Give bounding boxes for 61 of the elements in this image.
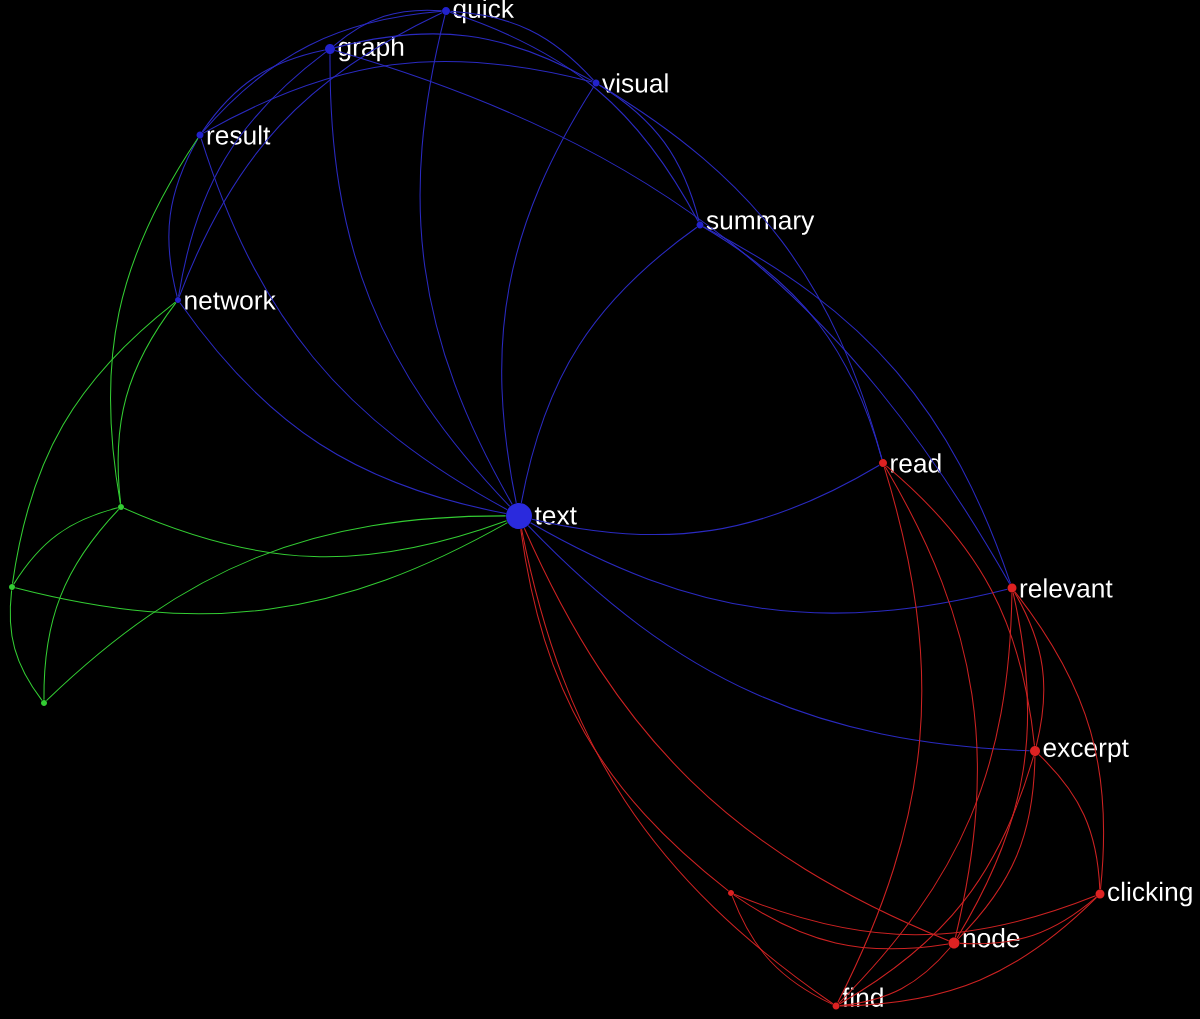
connector-line: [520, 226, 698, 504]
connector-line: [733, 893, 1097, 936]
connector-line: [333, 9, 443, 47]
connector-line: [523, 527, 950, 942]
word-node: network: [175, 290, 276, 310]
word-node: visual: [592, 73, 668, 93]
word-node: text: [506, 503, 577, 529]
connector-line: [1013, 591, 1045, 747]
connector-line: [531, 464, 880, 536]
connector-line: [200, 138, 508, 511]
connector-line: [731, 895, 834, 1005]
connector-line: [838, 755, 1035, 1005]
connector-line: [109, 137, 199, 505]
connector-line: [179, 302, 507, 515]
connector-line: [43, 508, 120, 701]
connector-line: [956, 592, 1029, 939]
connector-line: [9, 589, 43, 701]
connector-line: [201, 49, 326, 133]
connector-line: [449, 11, 699, 223]
connector-line: [117, 302, 177, 505]
node-label: node: [963, 928, 1020, 948]
connector-line: [520, 528, 729, 892]
connector-line: [178, 51, 327, 298]
connector-line: [178, 12, 443, 298]
connector-line: [501, 85, 595, 504]
connector-line: [521, 528, 834, 1005]
word-node: read: [879, 453, 941, 473]
connector-line: [598, 84, 700, 222]
connector-line: [885, 465, 1035, 747]
connector-line: [123, 507, 508, 558]
connector-line: [168, 137, 199, 298]
connector-line: [957, 755, 1036, 940]
word-node: excerpt: [1030, 739, 1129, 763]
connector-line: [334, 49, 1011, 585]
connector-line: [959, 896, 1097, 945]
word-node: relevant: [1007, 578, 1113, 598]
connector-line: [202, 60, 593, 134]
connector-line: [329, 53, 511, 507]
connector-line: [838, 592, 1013, 1004]
connector-line: [11, 301, 176, 585]
connector-line: [1014, 591, 1105, 890]
connector-line: [733, 894, 949, 950]
connector-line: [14, 522, 508, 615]
connector-line: [1038, 754, 1101, 890]
connector-line: [45, 515, 507, 702]
connector-line: [419, 14, 513, 505]
connector-line: [527, 525, 1031, 752]
connector-line: [702, 226, 1011, 584]
connector-line: [530, 522, 1008, 614]
connector-line: [13, 507, 119, 585]
connector-line: [334, 33, 594, 82]
node-label: read: [891, 453, 941, 473]
connector-line: [449, 10, 594, 81]
word-node: node: [948, 928, 1020, 949]
connector-line: [839, 896, 1098, 1007]
connector-line: [202, 10, 443, 133]
word-node: clicking: [1095, 881, 1192, 907]
node-label: text: [534, 507, 577, 525]
connector-line: [884, 466, 978, 938]
connector-line: [837, 466, 923, 1004]
connector-line: [839, 946, 951, 1007]
